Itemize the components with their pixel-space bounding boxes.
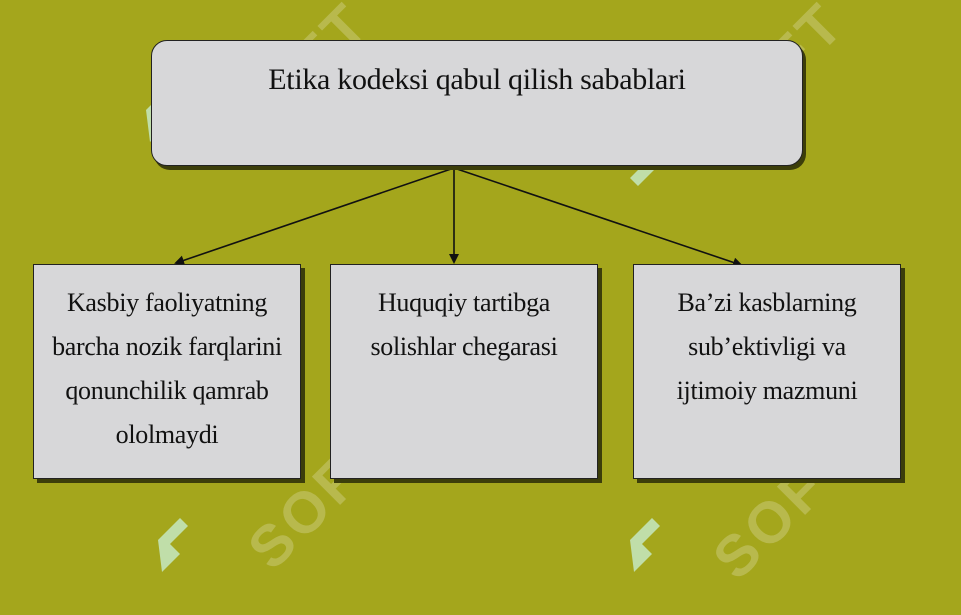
arrow-to-node-3 — [453, 167, 743, 268]
child-node-1: Kasbiy faoliyatning barcha nozik farqlar… — [33, 264, 301, 479]
child-node-2: Huquqiy tartibga solishlar chegarasi — [330, 264, 598, 479]
child-node-label: Ba’zi kasblarning sub’ektivligi va ijtim… — [676, 288, 858, 405]
arrow-to-node-1 — [174, 167, 455, 266]
child-node-3: Ba’zi kasblarning sub’ektivligi va ijtim… — [633, 264, 901, 479]
root-node-label: Etika kodeksi qabul qilish sabablari — [268, 63, 686, 96]
child-node-label: Huquqiy tartibga solishlar chegarasi — [370, 288, 558, 361]
connector-arrows — [174, 167, 743, 268]
child-node-label: Kasbiy faoliyatning barcha nozik farqlar… — [52, 288, 282, 449]
root-node: Etika kodeksi qabul qilish sabablari — [151, 40, 803, 166]
